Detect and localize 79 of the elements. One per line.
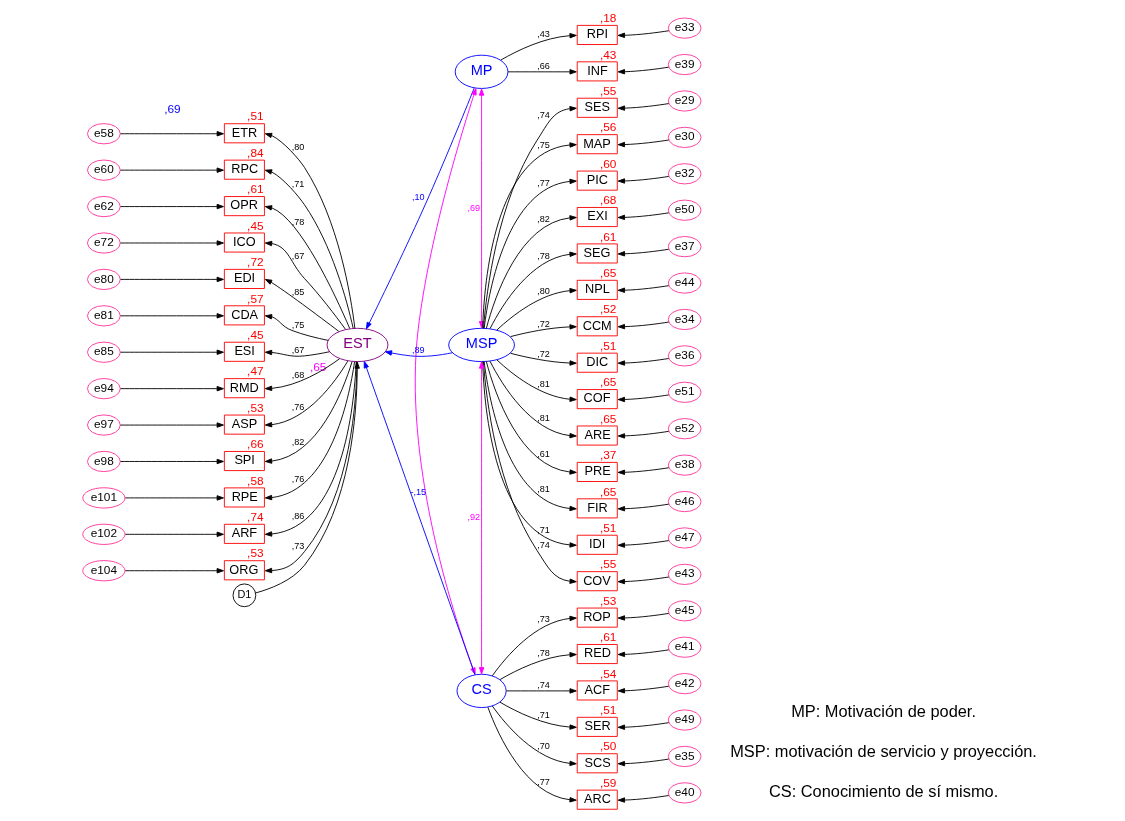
edge-label: ,80 (291, 142, 304, 153)
edge-label: ,71 (536, 524, 550, 535)
edge-label: ,69 (467, 202, 480, 213)
node-label: ,61 (246, 182, 264, 197)
label: CS: Conocimiento de sí mismo. (768, 781, 998, 800)
edge-label: ,71 (536, 710, 550, 721)
edge-label: ,78 (536, 648, 550, 659)
edge-label: ,80 (536, 285, 550, 296)
node-label: ,68 (599, 193, 616, 208)
node-label: ,65 (599, 266, 616, 281)
node-label: ,61 (599, 229, 616, 244)
edge-label: ,77 (536, 776, 550, 787)
node-label: ,61 (599, 630, 616, 645)
edge-label: ,70 (536, 741, 550, 752)
edge-label: ,81 (536, 484, 550, 495)
node-label: ,45 (246, 327, 264, 342)
edge-label: ,82 (291, 437, 304, 448)
node-label: ,74 (246, 510, 264, 525)
node-label: ,45 (246, 218, 264, 233)
node-label: ,50 (599, 739, 616, 754)
edge-label: ,78 (291, 216, 304, 227)
edge-label: ,71 (291, 179, 304, 190)
edge-label: ,72 (536, 348, 550, 359)
node-label: ,53 (246, 400, 264, 415)
node-label: ,54 (599, 666, 616, 681)
node-label: ,59 (599, 775, 616, 790)
node-label: ,18 (599, 11, 616, 26)
edge-label: ,61 (536, 448, 550, 459)
label: ,69 (163, 102, 181, 117)
node-label: ,51 (599, 703, 616, 718)
node-label: ,60 (599, 156, 616, 171)
edge-label: ,82 (536, 214, 550, 225)
edge-label: ,81 (536, 412, 550, 423)
edge-label: ,74 (536, 110, 550, 121)
edge-label: ,81 (536, 378, 550, 389)
node-label: ,55 (599, 83, 616, 98)
node-label: ,51 (599, 520, 616, 535)
edge-label: ,76 (291, 401, 304, 412)
edge-label: ,92 (467, 512, 480, 523)
node-label: ,53 (599, 593, 616, 608)
edge-label: ,66 (536, 61, 550, 72)
edge-label: ,85 (291, 286, 304, 297)
edge-label: ,74 (536, 680, 550, 691)
edge-label: ,89 (411, 345, 425, 356)
edge-label: ,77 (536, 177, 550, 188)
edge-label: ,10 (411, 192, 425, 203)
edge-label: ,67 (291, 345, 304, 356)
label: MP: Motivación de poder. (790, 701, 976, 720)
edge-label: ,73 (536, 613, 550, 624)
edge-label: ,72 (536, 318, 550, 329)
edge-label: ,75 (536, 140, 550, 151)
edge-label: ,76 (291, 474, 304, 485)
edge-label: ,86 (291, 510, 304, 521)
node-label: ,66 (246, 437, 264, 452)
edge-label: ,68 (291, 369, 304, 380)
edge-label: ,67 (291, 251, 304, 262)
edge-label: ,74 (536, 539, 550, 550)
node-label: ,65 (599, 484, 616, 499)
node-label: ,65 (599, 411, 616, 426)
edge-label: ,78 (536, 251, 550, 262)
edge-label: ,75 (291, 319, 304, 330)
node-label: ,56 (599, 120, 616, 135)
edge-label: ,73 (291, 540, 304, 551)
node-label: ,55 (599, 557, 616, 572)
node-label: ,72 (246, 255, 264, 270)
label: MSP: motivación de servicio y proyección. (729, 741, 1037, 760)
node-label: ,57 (246, 291, 264, 306)
node-label: ,58 (246, 473, 264, 488)
node-label: ,51 (246, 109, 264, 124)
edge-label: ,43 (536, 29, 550, 40)
node-label: ,37 (599, 448, 616, 463)
node-label: ,53 (246, 546, 264, 561)
node-label: ,52 (599, 302, 616, 317)
node-label: ,51 (599, 338, 616, 353)
node-label: ,84 (246, 145, 264, 160)
node-label: ,65 (309, 360, 326, 375)
node-label: ,65 (599, 375, 616, 390)
node-label: ,43 (599, 47, 616, 62)
node-label: ,47 (246, 364, 264, 379)
